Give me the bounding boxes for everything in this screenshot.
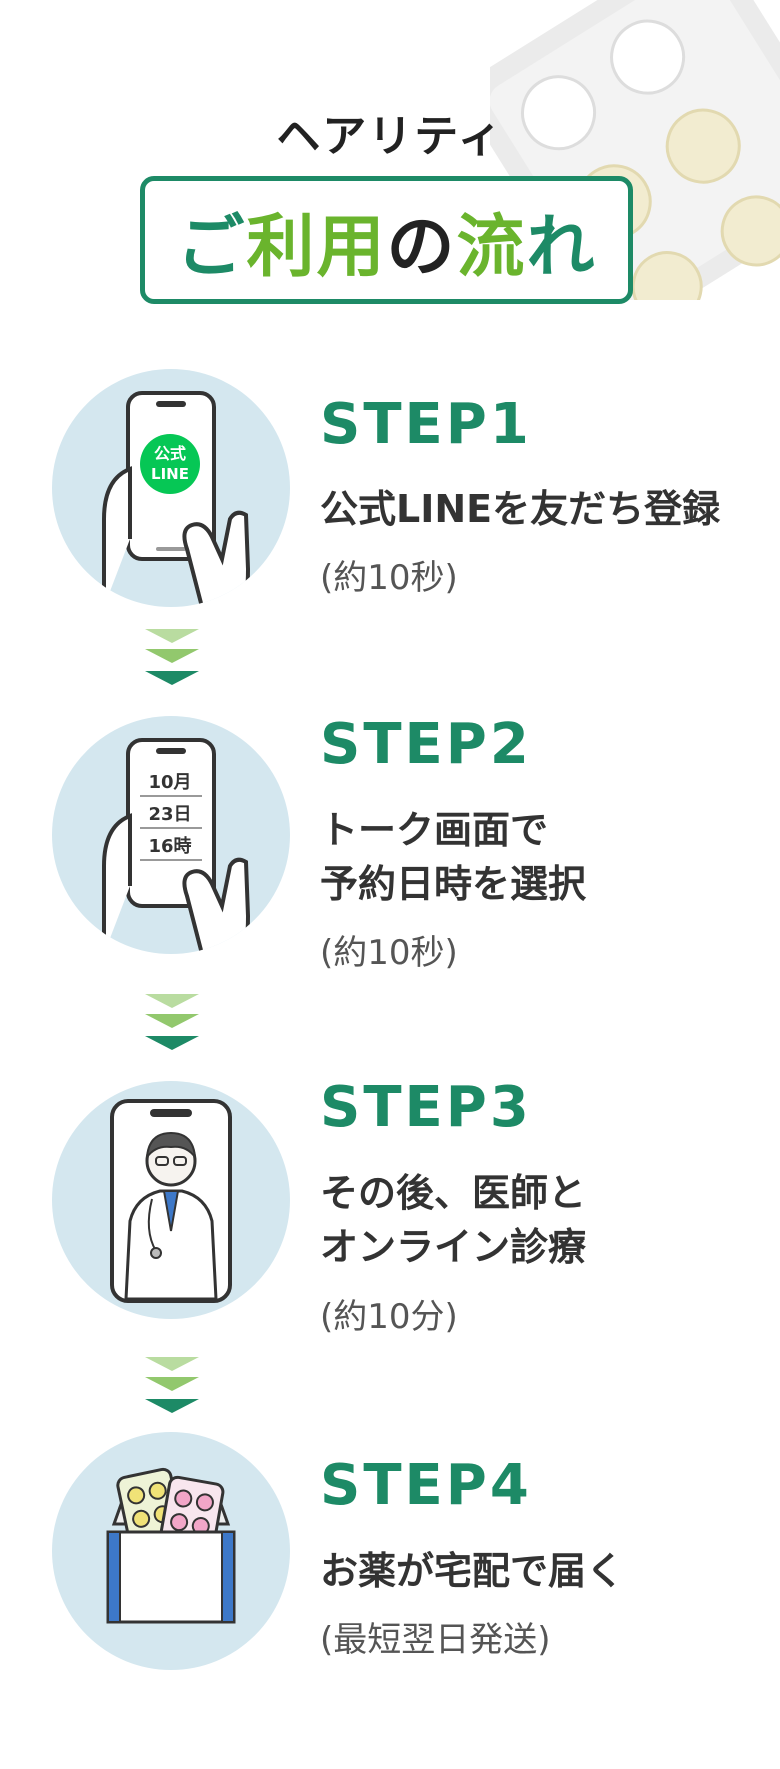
step-description: お薬が宅配で届く — [320, 1544, 760, 1598]
step-title: STEP1 — [320, 392, 532, 457]
step-title: STEP3 — [320, 1075, 532, 1140]
step-note: (約10秒) — [320, 933, 458, 973]
medicine-package-icon — [52, 1432, 290, 1670]
title-part: れ — [526, 207, 597, 287]
flow-title-box: ご利用の流れ — [140, 176, 633, 304]
brand-name: ヘアリティ — [276, 111, 504, 162]
step-description-line: 公式LINEを友だち登録 — [320, 487, 721, 531]
line-badge-text: 公式 — [154, 444, 186, 463]
step-description: その後、医師と オンライン診療 — [320, 1166, 760, 1274]
down-arrows-icon — [145, 1357, 199, 1413]
step-title: STEP2 — [320, 712, 532, 777]
phone-line-icon: 公式 LINE — [52, 369, 290, 607]
calendar-text: 16時 — [148, 836, 191, 857]
step-description-line: その後、医師と — [320, 1171, 587, 1215]
title-part: の — [386, 207, 457, 287]
down-arrows-icon — [145, 629, 199, 685]
calendar-text: 10月 — [148, 772, 191, 793]
step-note: (約10分) — [320, 1297, 458, 1337]
title-part: 利用 — [246, 207, 387, 287]
step-description-line: 予約日時を選択 — [320, 862, 587, 906]
step-description: 公式LINEを友だち登録 — [320, 482, 760, 536]
title-part: 流 — [456, 207, 527, 287]
step-description: トーク画面で 予約日時を選択 — [320, 803, 760, 911]
step-description-line: トーク画面で — [320, 808, 549, 852]
step-note: (約10秒) — [320, 558, 458, 598]
title-part: ご — [176, 207, 247, 287]
step-description-line: お薬が宅配で届く — [320, 1549, 625, 1593]
doctor-phone-icon — [52, 1081, 290, 1319]
flow-title: ご利用の流れ — [176, 191, 596, 290]
calendar-text: 23日 — [148, 804, 191, 825]
phone-calendar-icon: 10月 23日 16時 — [52, 716, 290, 954]
step-title: STEP4 — [320, 1453, 532, 1518]
step-description-line: オンライン診療 — [320, 1225, 587, 1269]
down-arrows-icon — [145, 994, 199, 1050]
step-note: (最短翌日発送) — [320, 1620, 551, 1660]
line-badge-text: LINE — [151, 465, 189, 483]
